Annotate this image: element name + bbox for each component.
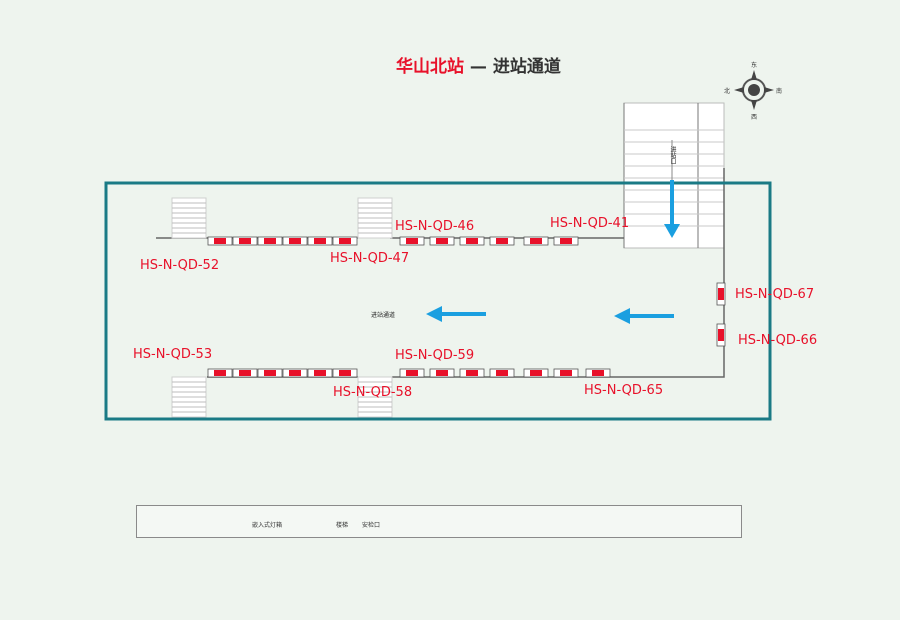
compass-icon xyxy=(732,68,776,112)
map-title: 华山北站 — 进站通道 xyxy=(396,52,561,77)
compass-east: 东 xyxy=(751,62,758,69)
lightbox-group-right-wall xyxy=(716,282,726,347)
ad-label-qd59: HS-N-QD-59 xyxy=(395,348,475,363)
flow-arrow-left-icon xyxy=(426,306,486,322)
station-name: 华山北站 xyxy=(396,57,464,77)
legend-gate-label: 安检口 xyxy=(362,522,381,529)
lightbox-group-bottom-right xyxy=(399,368,611,378)
ad-label-qd46: HS-N-QD-46 xyxy=(395,219,475,234)
compass-west: 西 xyxy=(751,114,758,121)
entrance-label: 进站口 xyxy=(669,146,676,164)
flow-arrow-down-icon xyxy=(664,180,680,238)
flow-arrow-left-icon xyxy=(614,308,674,324)
compass-south: 南 xyxy=(776,88,783,95)
ad-label-qd67: HS-N-QD-67 xyxy=(735,287,815,302)
lightbox-group-bottom-left xyxy=(207,368,358,378)
ad-label-qd66: HS-N-QD-66 xyxy=(738,333,818,348)
stairs-treads xyxy=(172,202,392,413)
corridor-label: 进站通道 xyxy=(371,312,396,319)
ad-label-qd47: HS-N-QD-47 xyxy=(330,251,410,266)
entrance-stairs-icon xyxy=(623,102,725,249)
legend xyxy=(136,505,742,538)
lightbox-group-top-right xyxy=(399,236,579,246)
corridor-frame xyxy=(104,181,772,421)
ad-label-qd65: HS-N-QD-65 xyxy=(584,383,664,398)
legend-stairs-label: 楼梯 xyxy=(336,522,349,529)
title-subtitle: 进站通道 xyxy=(492,57,561,77)
title-separator: — xyxy=(464,57,493,77)
ad-label-qd52: HS-N-QD-52 xyxy=(140,258,220,273)
compass-north: 北 xyxy=(724,88,731,95)
ad-label-qd53: HS-N-QD-53 xyxy=(133,347,213,362)
ad-label-qd41: HS-N-QD-41 xyxy=(550,216,630,231)
lightbox-group-top-left xyxy=(207,236,358,246)
ad-label-qd58: HS-N-QD-58 xyxy=(333,385,413,400)
legend-lightbox-label: 嵌入式灯箱 xyxy=(252,522,283,529)
